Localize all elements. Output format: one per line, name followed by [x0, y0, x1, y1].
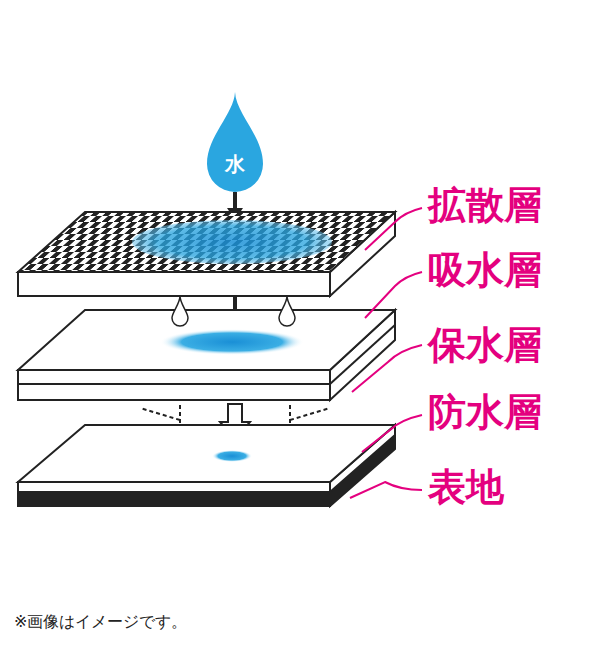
- layer-name: 表地: [428, 462, 504, 513]
- layer-name: 防水層: [428, 387, 542, 438]
- water-drop-small: [172, 296, 188, 326]
- water-drop-small: [279, 296, 295, 326]
- leader-line: [350, 208, 422, 498]
- layer-name: 吸水層: [428, 245, 542, 296]
- drop-shape: [205, 92, 265, 194]
- water-drop: 水: [205, 92, 265, 194]
- drop-label: 水: [205, 151, 265, 178]
- caption-note: ※画像はイメージです。: [14, 612, 187, 633]
- layer-name: 拡散層: [428, 180, 542, 231]
- diffusion-layer: [18, 212, 395, 296]
- layer-name: 保水層: [428, 320, 542, 371]
- absorb-retain-layers: [18, 310, 395, 400]
- waterproof-outer-layers: [18, 425, 395, 506]
